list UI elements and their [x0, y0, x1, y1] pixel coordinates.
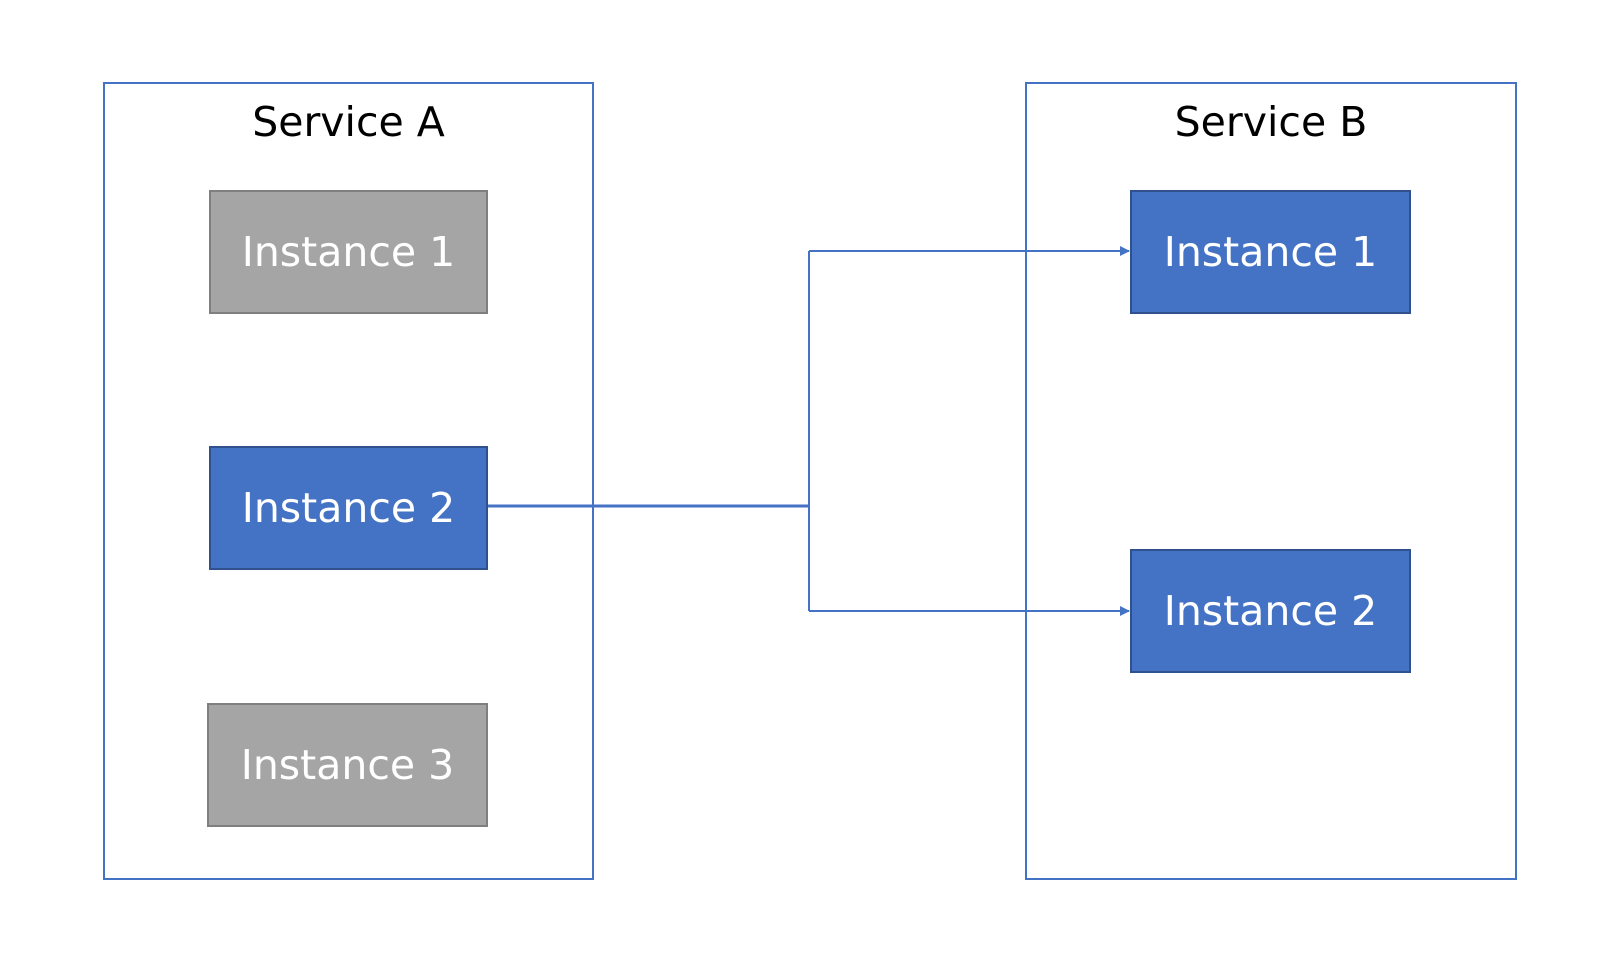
service-a-instance-1[interactable]: Instance 1 — [209, 190, 488, 314]
service-b-container: Service B — [1025, 82, 1517, 880]
service-b-instance-1[interactable]: Instance 1 — [1130, 190, 1411, 314]
service-a-title: Service A — [252, 98, 445, 146]
service-a-container: Service A — [103, 82, 594, 880]
service-b-instance-2[interactable]: Instance 2 — [1130, 549, 1411, 673]
service-b-title: Service B — [1174, 98, 1368, 146]
service-a-instance-3[interactable]: Instance 3 — [207, 703, 488, 827]
service-a-instance-2[interactable]: Instance 2 — [209, 446, 488, 570]
